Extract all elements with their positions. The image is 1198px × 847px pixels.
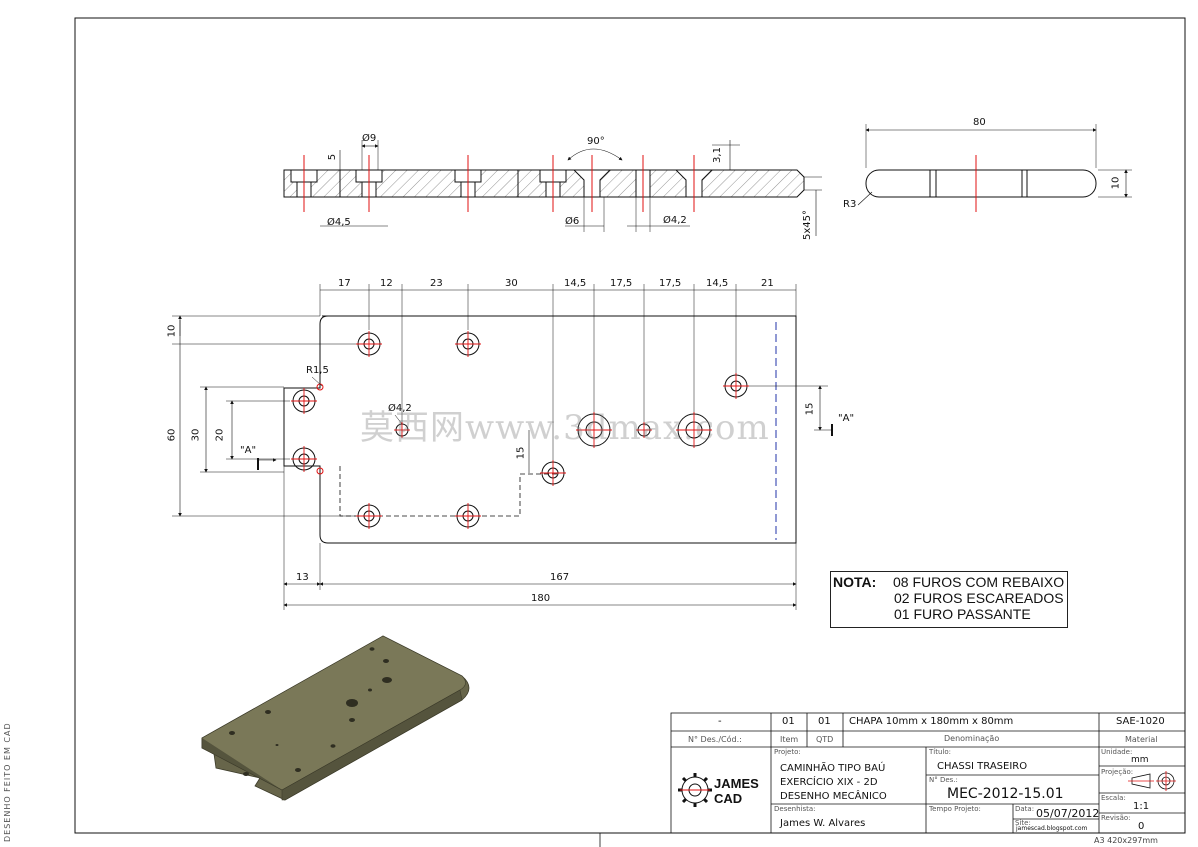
tb-desenhista: James W. Alvares [780, 818, 866, 829]
logo-text-cad: CAD [714, 791, 743, 806]
dim-left-60: 60 [166, 428, 178, 442]
tb-revisao: 0 [1138, 821, 1145, 832]
dim-top-0: 17 [338, 278, 351, 289]
tb-projeto-1: EXERCÍCIO XIX - 2D [780, 777, 878, 788]
projection-symbol-icon [1128, 771, 1176, 791]
dim-d42: Ø4,2 [663, 215, 687, 226]
note-label: NOTA: [833, 574, 877, 590]
tb-denominacao: CHAPA 10mm x 180mm x 80mm [849, 716, 1014, 727]
logo-text-james: JAMES [714, 776, 759, 791]
section-centerlines [303, 155, 695, 212]
sheet-size: A3 420x297mm [1094, 836, 1158, 845]
dim-hole-d42: Ø4,2 [388, 403, 412, 414]
tb-des-cod: - [718, 716, 722, 727]
tb-ndes-label: N° Des.: [929, 776, 958, 784]
dim-left-20: 20 [214, 428, 226, 442]
note-line-1: 02 FUROS ESCAREADOS [894, 590, 1064, 606]
dim-top-1: 12 [380, 278, 393, 289]
sheet-border [74, 17, 1186, 834]
tb-h-des-cod: N° Des./Cód.: [688, 735, 742, 744]
tb-site-label: Site: [1015, 819, 1031, 827]
tb-projeto-0: CAMINHÃO TIPO BAÚ [780, 763, 886, 774]
note-box: NOTA: 08 FUROS COM REBAIXO 02 FUROS ESCA… [830, 571, 1068, 628]
tb-titulo-label: Título: [929, 748, 951, 756]
dim-chamfer: 5x45° [802, 209, 814, 241]
tb-data-label: Data: [1015, 805, 1035, 813]
plan-centerlines [291, 331, 749, 529]
title-block-grid [599, 712, 1186, 847]
tb-h-item: Item [780, 735, 799, 744]
side-label: DESENHO FEITO EM CAD [3, 722, 12, 842]
dim-bottom-167: 167 [550, 572, 570, 583]
dim-h31: 3,1 [711, 147, 723, 163]
dim-thickness-10: 10 [1110, 176, 1122, 190]
dim-top-8: 21 [761, 278, 774, 289]
tb-site: jamescad.blogspot.com [1016, 825, 1088, 832]
tb-unidade-label: Unidade: [1101, 748, 1133, 756]
watermark: 莫西网www.3dmax.com [360, 408, 770, 448]
dim-d45: Ø4,5 [327, 217, 351, 228]
side-view [857, 124, 1132, 206]
note-line-0: 08 FUROS COM REBAIXO [893, 574, 1065, 590]
tb-data: 05/07/2012 [1036, 807, 1100, 820]
tb-projeto-2: DESENHO MECÂNICO [780, 791, 887, 802]
tb-qtd: 01 [818, 716, 831, 727]
tb-unidade: mm [1131, 755, 1149, 765]
section-a-left: "A" [240, 445, 257, 456]
tb-escala: 1:1 [1133, 801, 1150, 812]
dim-radius-r3: R3 [843, 199, 857, 210]
dim-d6: Ø6 [565, 216, 580, 227]
dim-bottom-180: 180 [531, 593, 551, 604]
tb-h-denominacao: Denominação [944, 734, 1000, 743]
tb-ndes: MEC-2012-15.01 [947, 786, 1064, 802]
tb-h-qtd: QTD [816, 735, 834, 744]
dim-top-2: 23 [430, 278, 443, 289]
dim-top-4: 14,5 [564, 278, 587, 289]
dim-angle: 90° [587, 136, 605, 147]
dim-left-10: 10 [166, 324, 178, 338]
dim-top-6: 17,5 [659, 278, 682, 289]
isometric-view [201, 635, 470, 801]
tb-item: 01 [782, 716, 795, 727]
tb-projecao-label: Projeção: [1101, 768, 1134, 776]
tb-h-material: Material [1125, 735, 1158, 744]
dim-r15: R1,5 [306, 365, 329, 376]
tb-tempo-label: Tempo Projeto: [929, 805, 981, 813]
tb-material: SAE-1020 [1116, 716, 1165, 727]
dim-width-80: 80 [973, 117, 986, 128]
tb-escala-label: Escala: [1101, 794, 1126, 802]
dim-top-3: 30 [505, 278, 518, 289]
dim-bottom-13: 13 [296, 572, 309, 583]
tb-revisao-label: Revisão: [1101, 814, 1131, 822]
section-a-right: "A" [838, 413, 855, 424]
dim-15-right: 15 [804, 402, 816, 416]
dim-d9: Ø9 [362, 133, 377, 144]
dim-top-5: 17,5 [610, 278, 633, 289]
dim-left-30: 30 [190, 428, 202, 442]
tb-projeto-label: Projeto: [774, 748, 801, 756]
tb-desenhista-label: Desenhista: [774, 805, 816, 813]
james-cad-logo-icon [678, 773, 712, 807]
note-line-2: 01 FURO PASSANTE [894, 606, 1031, 622]
dim-h5: 5 [327, 153, 339, 161]
tb-titulo: CHASSI TRASEIRO [937, 761, 1028, 772]
dim-top-7: 14,5 [706, 278, 729, 289]
